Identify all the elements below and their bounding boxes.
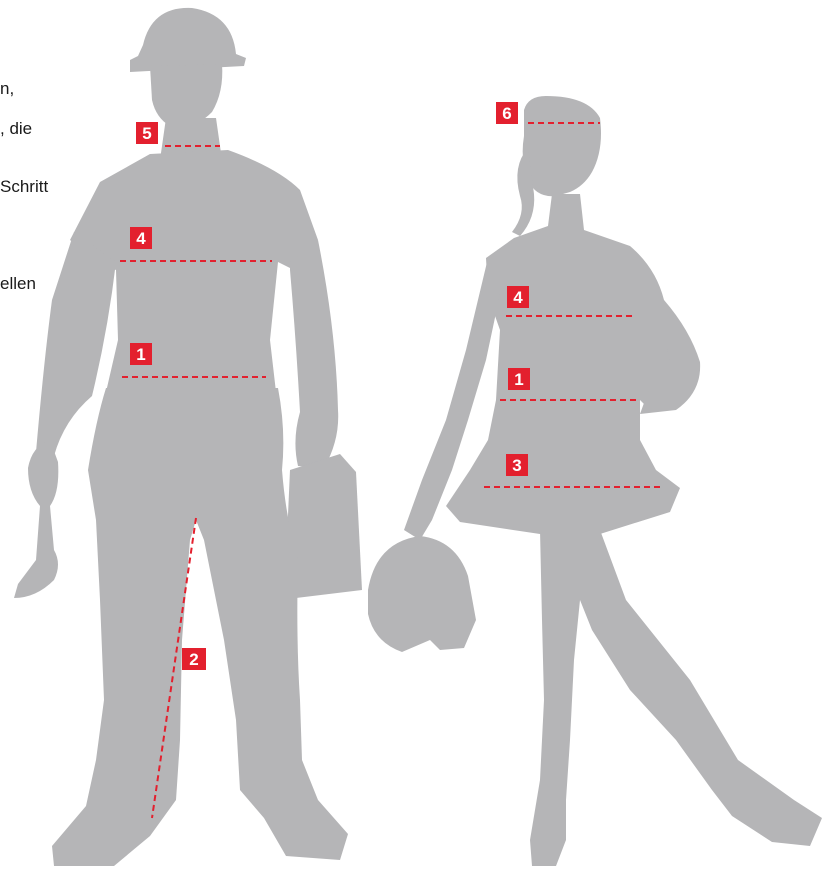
badge-label: 6 <box>502 104 511 123</box>
badge-man-inseam: 2 <box>182 648 206 670</box>
badge-man-waist: 1 <box>130 343 152 365</box>
woman-silhouette <box>368 96 822 866</box>
badge-label: 4 <box>513 288 523 307</box>
badge-label: 4 <box>136 229 146 248</box>
badge-woman-waist: 1 <box>508 368 530 390</box>
badge-label: 1 <box>514 370 523 389</box>
badge-woman-chest: 4 <box>507 286 529 308</box>
badge-man-neck: 5 <box>136 122 158 144</box>
badge-woman-hip: 3 <box>506 454 528 476</box>
badge-label: 3 <box>512 456 521 475</box>
badge-label: 2 <box>189 650 198 669</box>
badge-label: 5 <box>142 124 151 143</box>
badge-label: 1 <box>136 345 145 364</box>
badge-woman-head: 6 <box>496 102 518 124</box>
man-silhouette <box>14 8 362 866</box>
badge-man-chest: 4 <box>130 227 152 249</box>
